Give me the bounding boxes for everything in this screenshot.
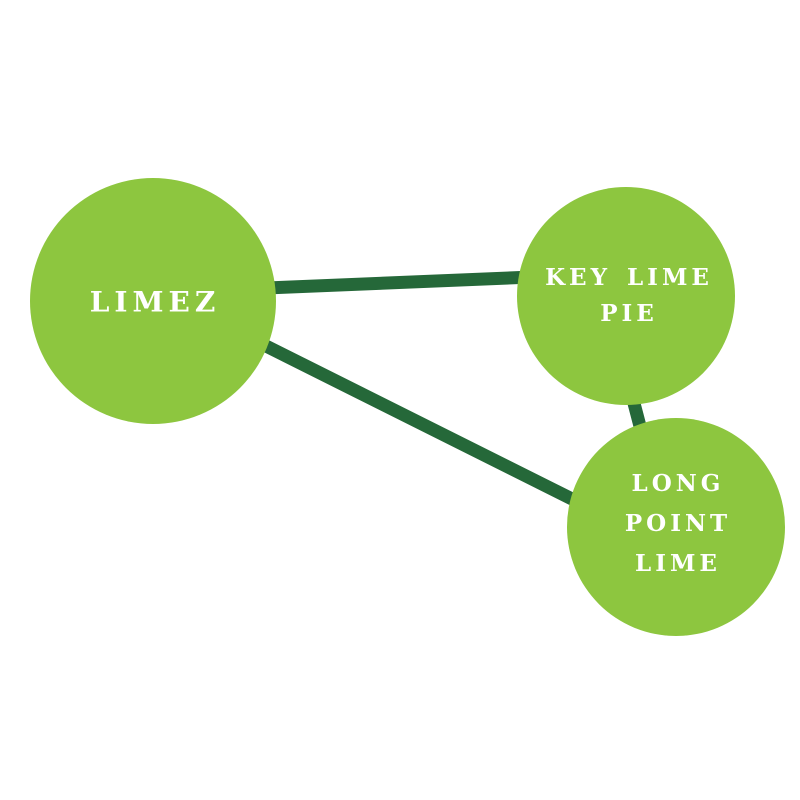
node-key-lime-pie[interactable] [517,187,735,405]
node-long-point-lime[interactable] [567,418,785,636]
node-limez[interactable] [30,178,276,424]
